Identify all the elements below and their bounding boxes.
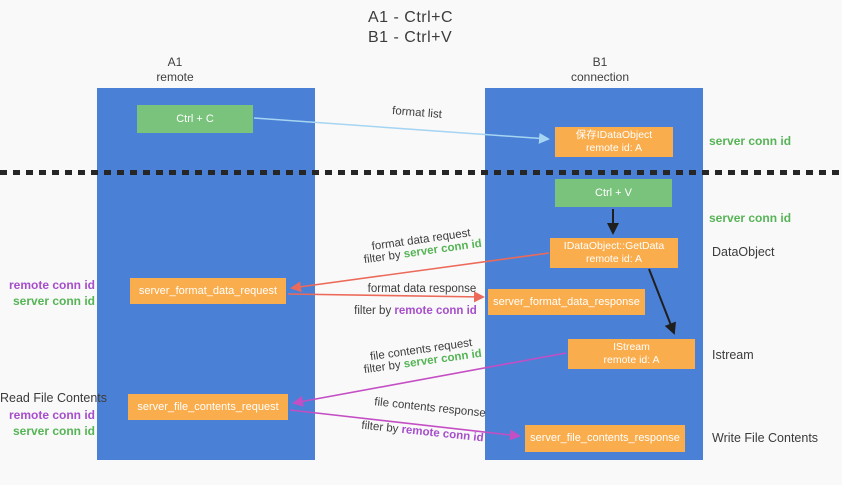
server-file-contents-request-label: server_file_contents_request — [137, 400, 279, 413]
getdata-line1: IDataObject::GetData — [563, 240, 665, 252]
format-list-label: format list — [391, 105, 443, 121]
dataobject-annotation: DataObject — [712, 245, 775, 259]
remote-conn-id-key: remote conn id — [400, 423, 485, 445]
remote-conn-id-annotation-top-left: remote conn id — [8, 278, 95, 292]
lane-b1-header: B1 connection — [530, 55, 670, 85]
filter-by-text: filter by — [354, 305, 395, 317]
file-contents-response-filter-label: filter by remote conn id — [345, 418, 500, 446]
filter-by-text: filter by — [360, 419, 403, 436]
server-format-data-response-label: server_format_data_response — [493, 295, 640, 308]
getdata-line2: remote id: A — [585, 253, 643, 265]
file-contents-response-label: file contents response — [373, 396, 487, 420]
lane-b1-name: B1 — [592, 55, 608, 69]
divider-dashed-line — [0, 170, 842, 175]
title-line-2: B1 - Ctrl+V — [368, 29, 453, 46]
lane-b1-role: connection — [570, 70, 630, 84]
write-file-contents-annotation: Write File Contents — [712, 431, 819, 445]
istream-annotation: Istream — [712, 348, 754, 362]
getdata-node: IDataObject::GetData remote id: A — [550, 238, 678, 268]
ctrl-c-label: Ctrl + C — [176, 112, 214, 125]
save-idataobject-node: 保存IDataObject remote id: A — [555, 127, 673, 157]
title-line-1: A1 - Ctrl+C — [368, 9, 454, 26]
server-format-data-request-node: server_format_data_request — [130, 278, 286, 304]
server-conn-id-annotation-top: server conn id — [709, 134, 792, 148]
lane-a1-name: A1 — [167, 55, 183, 69]
format-data-response-label: format data response — [367, 283, 477, 295]
read-file-contents-annotation: Read File Contents — [0, 391, 108, 405]
server-conn-id-annotation-bottom-left: server conn id — [12, 424, 95, 438]
lane-a1-role: remote — [156, 70, 194, 84]
remote-conn-id-key: remote conn id — [394, 305, 477, 317]
istream-line2: remote id: A — [603, 354, 660, 366]
server-file-contents-request-node: server_file_contents_request — [128, 394, 288, 420]
istream-node: IStream remote id: A — [568, 339, 695, 369]
ctrl-v-node: Ctrl + V — [555, 179, 672, 207]
server-format-data-response-node: server_format_data_response — [488, 289, 645, 315]
ctrl-v-label: Ctrl + V — [595, 186, 632, 199]
server-conn-id-annotation-top-left: server conn id — [12, 294, 95, 308]
istream-line1: IStream — [613, 341, 650, 353]
ctrl-c-node: Ctrl + C — [137, 105, 253, 133]
server-format-data-request-label: server_format_data_request — [138, 284, 278, 297]
format-data-response-filter-label: filter by remote conn id — [338, 305, 493, 317]
save-idataobject-line2: remote id: A — [585, 142, 643, 154]
file-contents-request-label-group: file contents request filter by server c… — [351, 334, 493, 377]
diagram-title: A1 - Ctrl+C B1 - Ctrl+V — [368, 8, 453, 48]
remote-conn-id-annotation-bottom-left: remote conn id — [8, 408, 95, 422]
lane-a1-header: A1 remote — [105, 55, 245, 85]
save-idataobject-line1: 保存IDataObject — [575, 129, 653, 141]
server-conn-id-annotation-mid: server conn id — [709, 211, 792, 225]
server-file-contents-response-label: server_file_contents_response — [530, 432, 680, 444]
server-file-contents-response-node: server_file_contents_response — [525, 425, 685, 452]
format-data-request-label-group: format data request filter by server con… — [351, 224, 493, 267]
